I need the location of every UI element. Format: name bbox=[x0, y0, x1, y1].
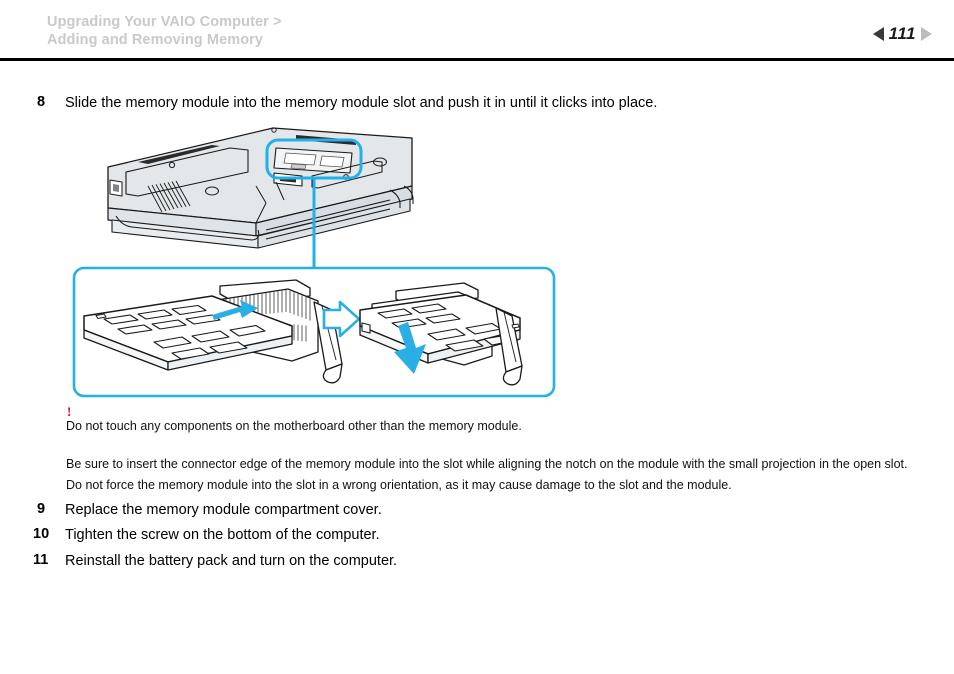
page-header: Upgrading Your VAIO Computer > Adding an… bbox=[0, 0, 954, 58]
memory-installation-illustration bbox=[60, 120, 580, 410]
step-text: Reinstall the battery pack and turn on t… bbox=[65, 553, 398, 569]
step-item: 8 Slide the memory module into the memor… bbox=[37, 94, 917, 113]
triangle-right-icon[interactable] bbox=[921, 27, 932, 41]
speaker-grille bbox=[147, 180, 191, 213]
step-number: 11 bbox=[33, 552, 49, 568]
header-divider bbox=[0, 58, 954, 61]
warning-text: Do not touch any components on the mothe… bbox=[66, 419, 522, 433]
step-number: 10 bbox=[33, 526, 50, 542]
insert-arrow-icon bbox=[212, 300, 258, 320]
laptop-bottom-view bbox=[107, 127, 414, 249]
page-navigation: 111 bbox=[872, 24, 932, 44]
warning-exclamation-icon: ! bbox=[67, 404, 72, 419]
triangle-left-icon[interactable] bbox=[872, 27, 884, 41]
step-text: Tighten the screw on the bottom of the c… bbox=[65, 527, 380, 543]
illustration-svg bbox=[72, 127, 556, 398]
step-item: 11 Reinstall the battery pack and turn o… bbox=[33, 552, 733, 571]
step-item: 10 Tighten the screw on the bottom of th… bbox=[33, 526, 733, 545]
step-number: 9 bbox=[37, 501, 46, 517]
push-down-arrow-icon bbox=[394, 322, 426, 374]
step-text: Slide the memory module into the memory … bbox=[65, 95, 658, 111]
step-item: 9 Replace the memory module compartment … bbox=[37, 501, 737, 520]
transition-arrow-icon bbox=[322, 300, 361, 338]
step-text: Replace the memory module compartment co… bbox=[65, 502, 382, 518]
memory-compartment-detail bbox=[273, 147, 353, 174]
memory-module-inserting bbox=[83, 279, 343, 384]
step-number: 8 bbox=[37, 94, 46, 110]
page-number: 111 bbox=[888, 24, 916, 43]
warning-note: ! Do not touch any components on the mot… bbox=[66, 404, 918, 434]
memory-module-pressing-down bbox=[359, 282, 523, 386]
breadcrumb: Upgrading Your VAIO Computer > Adding an… bbox=[47, 14, 282, 48]
note-paragraph: Be sure to insert the connector edge of … bbox=[66, 457, 908, 492]
